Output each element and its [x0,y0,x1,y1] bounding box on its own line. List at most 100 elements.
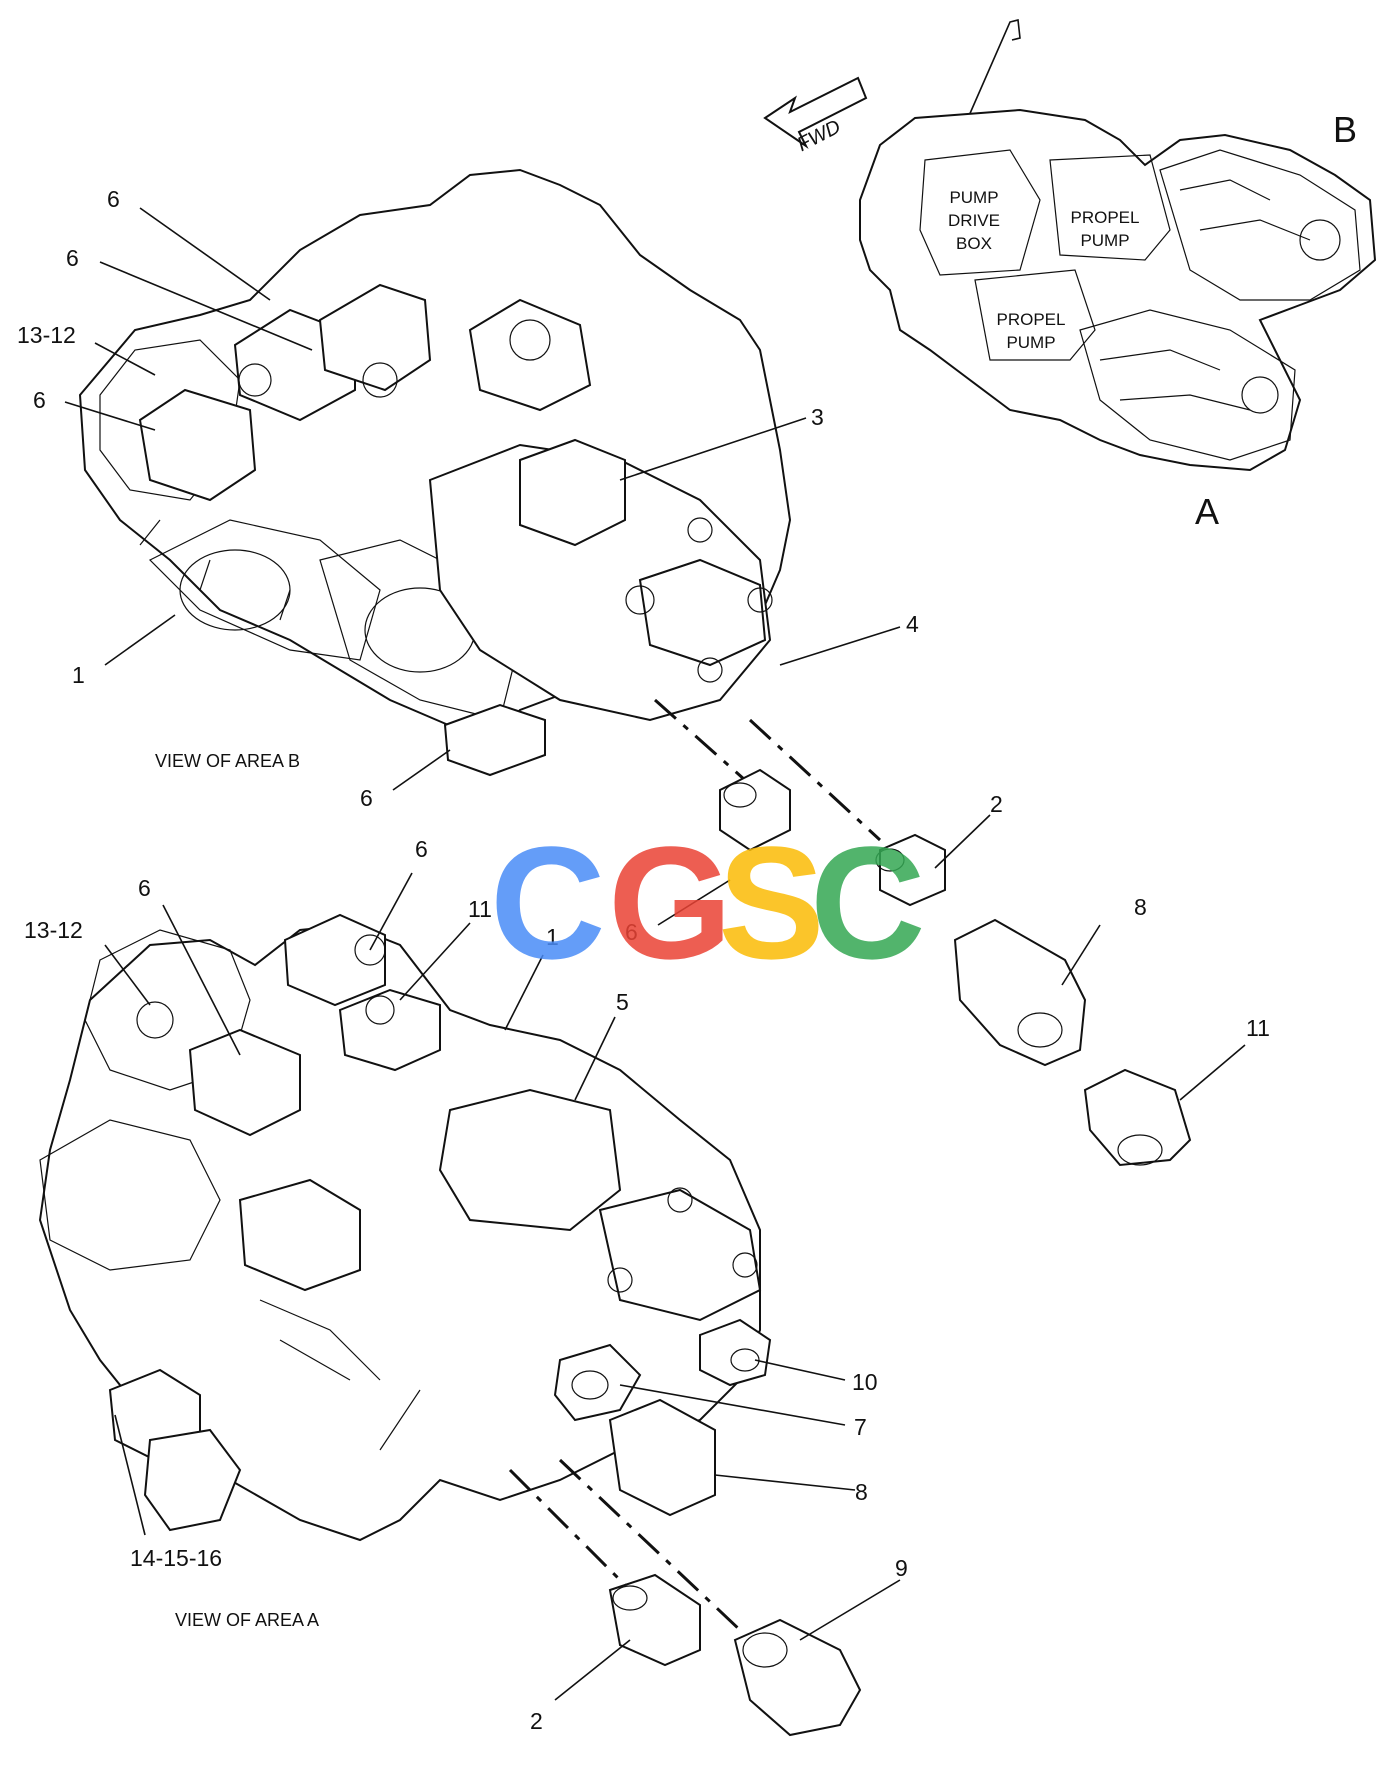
leader-b-6b [99,261,313,351]
area-a-fitting-2-port [612,1585,648,1611]
area-a-centerline-1 [508,1468,632,1592]
pump-drive-box-line2: DRIVE [948,211,1000,230]
area-b-fitting-1 [238,363,272,397]
area-b-manifold-port [509,319,551,361]
callout-b-1: 1 [72,662,85,688]
area-b-flange-2 [319,539,521,721]
leader-a-8 [714,1474,856,1491]
area-a-flange-left [39,1119,221,1271]
area-b-fitting-2-port [875,848,905,872]
leader-b-6d [392,749,451,791]
leader-b-3 [619,417,807,481]
leader-b-6e [657,879,731,926]
callout-a-8: 8 [855,1479,868,1505]
area-a-valve-left [238,1178,361,1292]
propel-pump-lower-line2: PUMP [1006,333,1055,352]
area-b-bolt-4 [697,657,723,683]
area-b-detail-lines [139,519,291,621]
area-b-fitting-2-part [879,833,946,907]
area-a-bolt-1 [667,1187,693,1213]
callout-b-13-12: 13-12 [17,322,76,348]
callout-b-6d: 6 [360,785,373,811]
leader-b-4 [779,626,901,666]
propel-pump-lower-line1: PROPEL [997,310,1066,329]
area-a-fitting-8 [608,1398,716,1517]
area-a-assembly [38,913,772,1542]
area-a-detail-lines [259,1299,421,1451]
upper-fitting [1299,219,1341,261]
callout-a-11: 11 [468,896,492,922]
area-a-fitting-9-part [733,1618,862,1737]
area-a-bolt-3 [607,1267,633,1293]
area-a-fitting-11 [365,995,395,1025]
callout-a-7: 7 [854,1414,867,1440]
leader-a-5 [574,1016,616,1101]
area-a-fitting-7 [553,1343,642,1422]
callout-b-4: 4 [906,611,919,637]
area-b-fitting-11-port [1117,1134,1163,1166]
propel-pump-lower-outline [974,269,1096,361]
area-a-solenoid-3 [338,988,441,1072]
area-b-valve-block [638,558,767,667]
area-b-fitting-8-part [953,918,1087,1067]
callout-b-6e: 6 [625,919,638,945]
leader-a-7 [619,1384,846,1426]
area-a-fitting-9-port [742,1632,788,1668]
area-a-solenoid-5 [438,1088,622,1232]
area-b-fitting-11-part [1083,1068,1192,1167]
dipstick-outline [967,19,1021,119]
area-b-bolt-2 [687,517,713,543]
callout-b-6c: 6 [33,387,46,413]
leader-a-14-15-16 [114,1414,146,1536]
leader-b-1 [104,614,176,666]
watermark-letter-2: G [608,813,732,992]
area-b-fitting-6-port [723,782,757,808]
area-a-letter: A [1195,491,1219,532]
area-a-fitting-6 [354,934,386,966]
callout-a-6b: 6 [138,875,151,901]
area-b-fitting-2 [362,362,398,398]
pump-detail-lines [1099,179,1311,411]
area-a-connector-14-15-16 [143,1428,242,1532]
area-a-solenoid-2 [283,913,386,1007]
area-a-exploded-parts [508,1458,862,1737]
area-b-solenoid-3 [519,438,626,547]
area-a-bolt-2 [732,1252,758,1278]
callout-b-2: 2 [990,791,1003,817]
callout-b-3: 3 [811,404,824,430]
watermark-letter-1: C [490,813,606,992]
callout-labels: 6 6 13-12 6 3 4 1 6 2 6 8 11 6 6 11 1 13… [17,186,1270,1734]
area-a-solenoid-1 [188,1028,301,1137]
callout-b-6b: 6 [66,245,79,271]
leader-a-10 [754,1359,846,1381]
area-b-flange-1 [148,519,381,661]
callout-b-8: 8 [1134,894,1147,920]
pump-drive-box-outline [919,149,1041,276]
leader-b-13-12 [94,342,156,376]
area-b-manifold [468,298,592,412]
leader-a-1 [504,954,544,1031]
leader-lines [64,207,1246,1701]
lower-fitting [1241,376,1279,414]
leader-b-11 [1179,1044,1246,1101]
area-a-fitting-2-part [608,1573,701,1667]
area-b-exploded-parts [654,698,1192,1167]
area-b-solenoid-left [138,388,257,502]
callout-a-13-12: 13-12 [24,917,83,943]
leader-b-2 [934,814,991,869]
leader-a-6b [162,904,241,1056]
area-a-fitting-10-port [730,1348,760,1372]
area-b-bottom-fitting [443,703,546,777]
cgsc-watermark: C G S C [490,813,926,992]
area-a-fitting-7-port [571,1370,609,1400]
callout-b-11: 11 [1246,1015,1270,1041]
callout-b-6a: 6 [107,186,120,212]
leader-b-6a [139,207,271,301]
caption-view-area-b: VIEW OF AREA B [155,751,300,771]
area-b-bolt-1 [625,585,655,615]
area-b-letter: B [1333,109,1357,150]
callout-a-6a: 6 [415,836,428,862]
watermark-letter-4: C [810,813,926,992]
